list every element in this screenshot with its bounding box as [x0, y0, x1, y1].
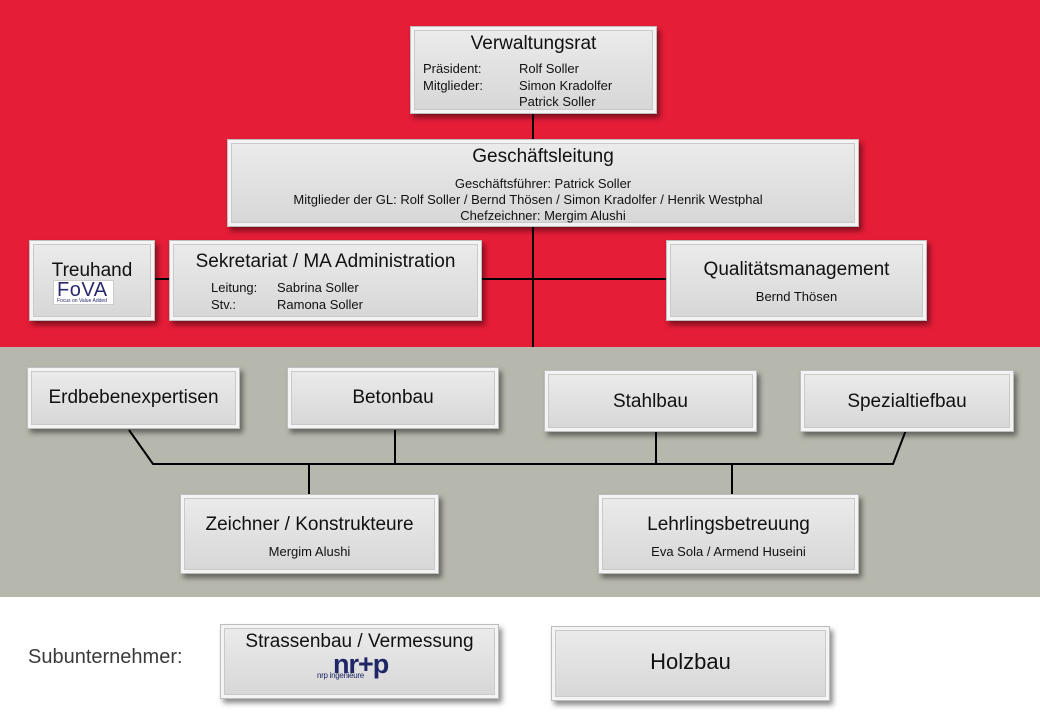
verwaltungsrat-box: Verwaltungsrat Präsident: Rolf Soller Mit…	[410, 26, 657, 114]
lehrlinge-box: Lehrlingsbetreuung Eva Sola / Armend Hus…	[598, 494, 859, 574]
department-erdbebenexpertisen: Erdbebenexpertisen	[27, 367, 240, 429]
geschaeftsleitung-box: Geschäftsleitung Geschäftsführer: Patric…	[227, 139, 859, 227]
department-title: Erdbebenexpertisen	[48, 387, 219, 408]
members-label: Mitglieder:	[423, 77, 483, 93]
verwaltungsrat-members: Präsident: Rolf Soller Mitglieder: Simon K…	[423, 61, 612, 111]
strassenbau-box: Strassenbau / Vermessung nr+p nrp ingeni…	[220, 624, 499, 699]
geschaeftsleitung-title: Geschäftsleitung	[472, 146, 614, 167]
department-spezialtiefbau: Spezialtiefbau	[800, 370, 1014, 432]
qualitaet-title: Qualitätsmanagement	[703, 259, 890, 280]
lead-label: Leitung:	[211, 280, 258, 295]
gl-members: Mitglieder der GL: Rolf Soller / Bernd T…	[293, 192, 763, 207]
lehrlinge-persons: Eva Sola / Armend Huseini	[651, 544, 806, 559]
member-name: Simon Kradolfer	[519, 77, 613, 93]
sekretariat-members: Leitung: Sabrina Soller Stv.: Ramona Solle…	[211, 280, 363, 313]
subunternehmer-label: Subunternehmer:	[28, 646, 183, 668]
holzbau-box: Holzbau	[551, 626, 830, 701]
department-stahlbau: Stahlbau	[544, 370, 757, 432]
lehrlinge-title: Lehrlingsbetreuung	[647, 514, 810, 535]
fova-logo: FoVA Focus on Value Added	[53, 279, 114, 305]
bottom-band	[0, 597, 1040, 720]
department-betonbau: Betonbau	[287, 367, 499, 429]
connector-departments	[128, 429, 907, 465]
nrp-logo: nr+p nrp ingenieure	[317, 649, 403, 681]
lead-name: Sabrina Soller	[277, 280, 359, 295]
gl-chief-draftsman: Chefzeichner: Mergim Alushi	[460, 208, 626, 223]
fova-logo-tagline: Focus on Value Added	[57, 298, 107, 304]
deputy-label: Stv.:	[211, 296, 237, 312]
holzbau-title: Holzbau	[650, 649, 731, 674]
deputy-name: Ramona Soller	[277, 296, 363, 312]
treuhand-title: Treuhand	[51, 260, 133, 281]
department-title: Betonbau	[352, 387, 434, 408]
qualitaet-box: Qualitätsmanagement Bernd Thösen	[666, 240, 927, 321]
verwaltungsrat-title: Verwaltungsrat	[470, 33, 597, 54]
zeichner-title: Zeichner / Konstrukteure	[205, 514, 414, 535]
fova-logo-text: FoVA	[57, 279, 108, 301]
president-name: Rolf Soller	[519, 61, 579, 76]
sekretariat-box: Sekretariat / MA Administration Leitung:…	[169, 240, 482, 321]
gl-managing-director: Geschäftsführer: Patrick Soller	[454, 176, 632, 191]
sekretariat-title: Sekretariat / MA Administration	[195, 251, 456, 272]
nrp-logo-tagline: nrp ingenieure	[317, 671, 364, 680]
member-name: Patrick Soller	[519, 94, 596, 109]
zeichner-box: Zeichner / Konstrukteure Mergim Alushi	[180, 494, 439, 574]
department-title: Spezialtiefbau	[847, 391, 967, 412]
qualitaet-person: Bernd Thösen	[755, 289, 838, 304]
nrp-logo-text: nr+p	[333, 649, 389, 679]
zeichner-person: Mergim Alushi	[268, 544, 351, 559]
president-label: Präsident:	[423, 61, 482, 76]
department-title: Stahlbau	[612, 391, 688, 412]
strassenbau-title: Strassenbau / Vermessung	[245, 631, 474, 652]
treuhand-box: Treuhand FoVA Focus on Value Added	[29, 240, 155, 321]
